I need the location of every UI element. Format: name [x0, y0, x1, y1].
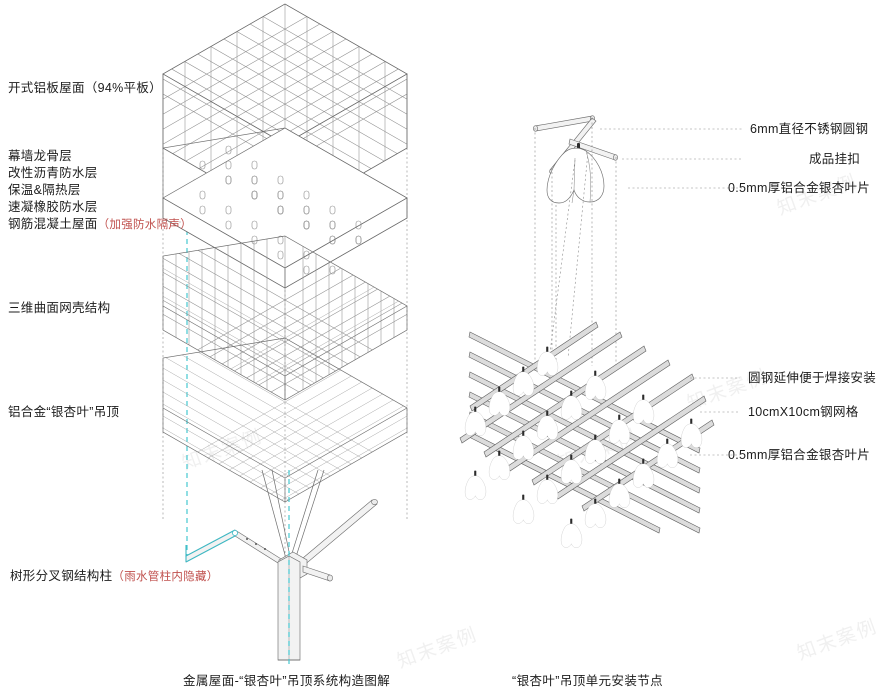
leaf-nodes — [465, 346, 703, 548]
callout-steel-grid: 10cmX10cm钢网格 — [748, 405, 859, 419]
buildup-line-3: 速凝橡胶防水层 — [8, 200, 98, 214]
callout-leaf-blade-bottom: 0.5mm厚铝合金银杏叶片 — [728, 448, 871, 462]
buildup-line-4-text: 钢筋混凝土屋面 — [8, 217, 98, 231]
label-column-text: 树形分叉钢结构柱 — [10, 569, 113, 583]
callout-steel-rod: 6mm直径不锈钢圆钢 — [750, 122, 869, 136]
layer-buildup — [162, 127, 408, 289]
label-shell-structure: 三维曲面网壳结构 — [8, 301, 111, 315]
svg-text:知末案例: 知末案例 — [394, 623, 480, 672]
buildup-line-0: 幕墙龙骨层 — [8, 149, 73, 163]
label-buildup-stack: 幕墙龙骨层 改性沥青防水层 保温&隔热层 速凝橡胶防水层 钢筋混凝土屋面（加强防… — [8, 148, 192, 234]
callout-hook: 成品挂扣 — [809, 152, 861, 166]
label-ceiling: 铝合金“银杏叶”吊顶 — [8, 405, 120, 419]
label-roof-panel: 开式铝板屋面（94%平板） — [8, 81, 162, 95]
label-column-note: （雨水管柱内隐藏） — [112, 571, 219, 583]
buildup-line-1: 改性沥青防水层 — [8, 166, 98, 180]
detail-single-unit — [532, 115, 618, 204]
label-column: 树形分叉钢结构柱（雨水管柱内隐藏） — [10, 568, 219, 586]
buildup-line-4-note: （加强防水隔声） — [97, 219, 193, 231]
callout-leaders — [600, 128, 742, 456]
projection-lines — [534, 118, 617, 366]
callout-rod-extension: 圆钢延伸便于焊接安装 — [748, 371, 877, 385]
svg-text:知末案例: 知末案例 — [794, 615, 880, 664]
detail-grid-array — [459, 321, 715, 548]
tree-column — [185, 469, 378, 668]
buildup-line-2: 保温&隔热层 — [8, 183, 81, 197]
caption-left-diagram: 金属屋面-“银杏叶”吊顶系统构造图解 — [183, 674, 391, 688]
buildup-line-4: 钢筋混凝土屋面（加强防水隔声） — [8, 216, 192, 234]
caption-right-diagram: “银杏叶”吊顶单元安装节点 — [512, 674, 664, 688]
callout-leaf-blade-top: 0.5mm厚铝合金银杏叶片 — [728, 181, 871, 195]
perforation-markers — [199, 145, 362, 275]
